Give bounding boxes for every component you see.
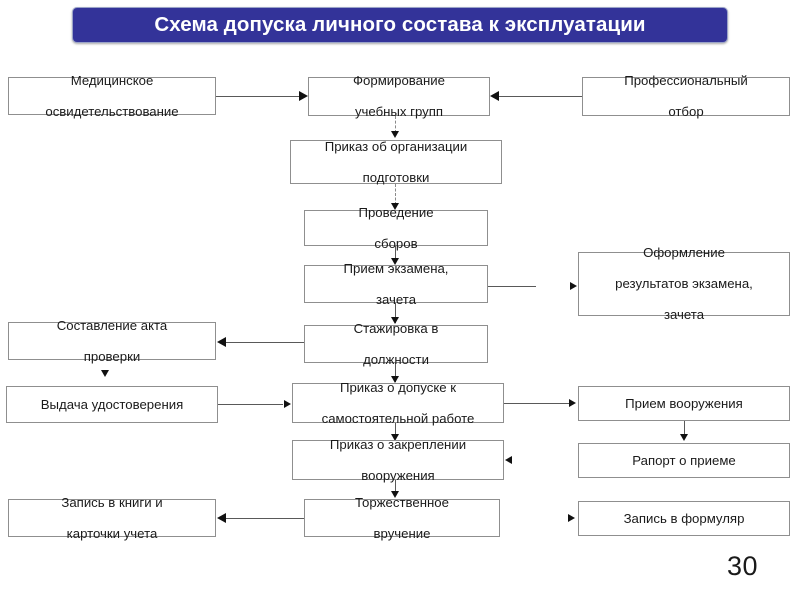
arrowhead-down	[391, 317, 399, 324]
arrowhead-left	[217, 513, 226, 523]
slide-title-banner: Схема допуска личного состава к эксплуат…	[72, 7, 728, 43]
edge-exam-to-exam-results	[488, 286, 536, 287]
edge-exam-to-internship	[395, 303, 396, 323]
node-label: Прием вооружения	[625, 395, 743, 411]
edge-internship-to-admission-order	[395, 363, 396, 382]
arrowhead-right	[284, 400, 291, 408]
arrowhead-down	[391, 376, 399, 383]
edge-groups-to-order-org	[395, 116, 396, 133]
edge-admission-order-to-weapon-assignment	[395, 423, 396, 439]
node-acceptance-report[interactable]: Рапорт о приеме	[578, 443, 790, 478]
arrowhead-down	[101, 370, 109, 377]
arrowhead-down	[391, 434, 399, 441]
arrowhead-down	[391, 258, 399, 265]
node-label: Прием экзамена,зачета	[343, 260, 449, 307]
arrowhead-left	[505, 456, 512, 464]
node-formular-record[interactable]: Запись в формуляр	[578, 501, 790, 536]
page-number: 30	[726, 551, 758, 581]
arrowhead-down	[391, 131, 399, 138]
edge-medical-to-groups	[216, 96, 300, 97]
edge-admission-order-to-weapon-acceptance	[504, 403, 570, 404]
arrowhead-right	[299, 91, 308, 101]
edge-professional-to-groups	[499, 96, 582, 97]
edge-ceremony-to-books	[226, 518, 304, 519]
arrowhead-down	[391, 203, 399, 210]
node-exam-acceptance[interactable]: Прием экзамена,зачета	[304, 261, 488, 307]
node-label: Выдача удостоверения	[40, 396, 184, 412]
edge-weapon-acceptance-to-report	[684, 421, 685, 439]
arrowhead-left	[217, 337, 226, 347]
arrowhead-right	[570, 282, 577, 290]
edge-assembly-to-exam	[395, 246, 396, 263]
page-title: Схема допуска личного состава к эксплуат…	[154, 12, 646, 36]
arrowhead-right	[568, 514, 575, 522]
node-label: Запись в формуляр	[623, 510, 745, 526]
edge-internship-to-act	[226, 342, 304, 343]
arrowhead-right	[569, 399, 576, 407]
node-label: Рапорт о приеме	[632, 452, 736, 468]
edge-weapon-assignment-to-ceremony	[395, 480, 396, 496]
node-certificate-issue[interactable]: Выдача удостоверения	[6, 386, 218, 423]
arrowhead-down	[391, 491, 399, 498]
edge-order-org-to-assembly	[395, 184, 396, 205]
arrowhead-down	[680, 434, 688, 441]
node-weapon-acceptance[interactable]: Прием вооружения	[578, 386, 790, 421]
edge-certificate-to-admission-order	[218, 404, 283, 405]
arrowhead-left	[490, 91, 499, 101]
